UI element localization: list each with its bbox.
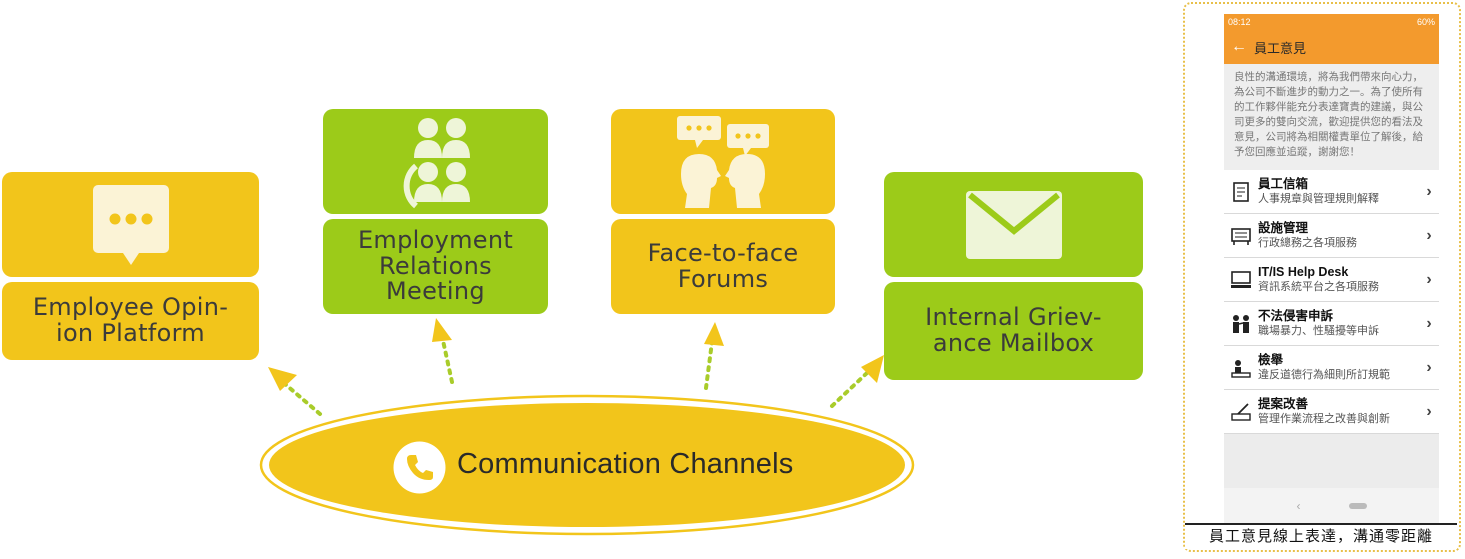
- app-header: ← 員工意見: [1224, 30, 1439, 64]
- channel-icon-box: [884, 172, 1143, 277]
- chevron-right-icon: ›: [1426, 358, 1432, 376]
- chevron-right-icon: ›: [1426, 182, 1432, 200]
- menu-item-facility-management[interactable]: 設施管理 行政總務之各項服務 ›: [1224, 214, 1439, 258]
- arrow-to-forums: [704, 340, 714, 390]
- app-title: 員工意見: [1254, 40, 1307, 56]
- meeting-people-icon: [403, 117, 470, 208]
- status-time: 08:12: [1228, 17, 1251, 27]
- menu-item-report[interactable]: 檢舉 違反道德行為細則所訂規範 ›: [1224, 346, 1439, 390]
- channel-face-to-face-forums: Face-to-face Forums: [611, 109, 835, 314]
- status-battery: 60%: [1416, 17, 1435, 27]
- menu-item-it-help-desk[interactable]: IT/IS Help Desk 資訊系統平台之各項服務 ›: [1224, 258, 1439, 302]
- menu-item-employee-mailbox[interactable]: 員工信箱 人事規章與管理規則解釋 ›: [1224, 170, 1439, 214]
- chevron-right-icon: ›: [1426, 226, 1432, 244]
- phone-caption: 員工意見線上表達，溝通零距離: [1185, 523, 1457, 549]
- channel-employment-relations-meeting: Employment Relations Meeting: [323, 109, 548, 314]
- menu-item-title: 設施管理: [1258, 221, 1309, 235]
- envelope-icon: [965, 190, 1062, 259]
- phone-icon: [393, 441, 446, 494]
- channel-icon-box: [611, 109, 835, 214]
- two-heads-talking-icon: [677, 115, 769, 208]
- phone-panel: [1183, 2, 1461, 552]
- menu-item-harassment-complaint[interactable]: 不法侵害申訴 職場暴力、性騷擾等申訴 ›: [1224, 302, 1439, 346]
- menu-item-subtitle: 人事規章與管理規則解釋: [1258, 193, 1379, 205]
- chevron-right-icon: ›: [1426, 270, 1432, 288]
- improvement-icon: [1224, 402, 1258, 422]
- back-arrow-icon[interactable]: ←: [1231, 38, 1247, 55]
- chevron-right-icon: ›: [1426, 314, 1432, 332]
- channel-employee-opinion-platform: Employee Opin- ion Platform: [2, 172, 259, 360]
- intro-text: 良性的溝通環境，將為我們帶來向心力，為公司不斷進步的動力之一。為了使所有的工作夥…: [1224, 64, 1439, 170]
- menu-item-title: 檢舉: [1258, 353, 1284, 367]
- channel-label: Employment Relations Meeting: [323, 219, 548, 314]
- phone-screen: 08:12 60% ← 員工意見 良性的溝通環境，將為我們帶來向心力，為公司不斷…: [1224, 14, 1439, 524]
- report-icon: [1224, 358, 1258, 378]
- menu-item-subtitle: 違反道德行為細則所訂規範: [1258, 369, 1390, 381]
- channel-label: Employee Opin- ion Platform: [2, 282, 259, 360]
- nav-home-icon[interactable]: [1348, 503, 1367, 509]
- menu-item-subtitle: 行政總務之各項服務: [1258, 237, 1357, 249]
- chat-bubble-icon: [92, 184, 169, 265]
- menu-item-subtitle: 管理作業流程之改善與創新: [1258, 413, 1390, 425]
- menu-item-title: IT/IS Help Desk: [1258, 265, 1349, 279]
- arrow-to-relations-meeting: [440, 334, 454, 384]
- document-icon: [1224, 181, 1258, 203]
- channel-label: Face-to-face Forums: [611, 219, 835, 314]
- status-bar: 08:12 60%: [1224, 14, 1439, 30]
- facility-icon: [1224, 226, 1258, 246]
- nav-back-icon[interactable]: ‹: [1296, 499, 1301, 513]
- menu-item-title: 員工信箱: [1258, 177, 1309, 191]
- arrow-to-mailbox: [830, 370, 870, 408]
- channel-icon-box: [323, 109, 548, 214]
- chevron-right-icon: ›: [1426, 402, 1432, 420]
- channel-label: Internal Griev- ance Mailbox: [884, 282, 1143, 380]
- menu-item-title: 提案改善: [1258, 397, 1309, 411]
- hub-label: Communication Channels: [457, 448, 794, 480]
- harassment-icon: [1224, 314, 1258, 334]
- menu-item-subtitle: 資訊系統平台之各項服務: [1258, 281, 1379, 293]
- menu-item-improvement-proposal[interactable]: 提案改善 管理作業流程之改善與創新 ›: [1224, 390, 1439, 434]
- android-nav-bar: ‹: [1224, 488, 1439, 524]
- channel-internal-grievance-mailbox: Internal Griev- ance Mailbox: [884, 172, 1143, 380]
- menu-item-subtitle: 職場暴力、性騷擾等申訴: [1258, 325, 1379, 337]
- hub-ellipse: [259, 394, 915, 536]
- menu-item-title: 不法侵害申訴: [1258, 309, 1334, 323]
- channel-icon-box: [2, 172, 259, 277]
- arrow-to-opinion-platform: [283, 382, 322, 416]
- computer-icon: [1224, 270, 1258, 290]
